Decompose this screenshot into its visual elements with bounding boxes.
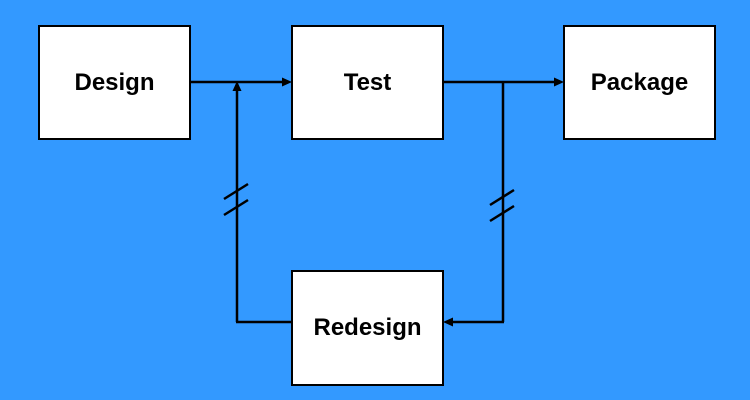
break-mark-right-1 [489,188,515,207]
package-node: Package [563,25,716,140]
test-node: Test [291,25,444,140]
arrowhead-feedback-up [232,81,242,91]
package-label: Package [590,68,689,96]
break-mark-left-2 [223,198,249,217]
arrowhead-into-redesign [443,317,453,327]
test-label: Test [343,68,392,96]
design-node: Design [38,25,191,140]
arrowhead-into-package [554,77,564,87]
redesign-label: Redesign [313,314,422,341]
break-mark-left-1 [223,182,249,201]
design-label: Design [74,68,155,96]
redesign-node: Redesign [291,270,444,386]
break-mark-right-2 [489,204,515,223]
arrowhead-into-test [282,77,292,87]
